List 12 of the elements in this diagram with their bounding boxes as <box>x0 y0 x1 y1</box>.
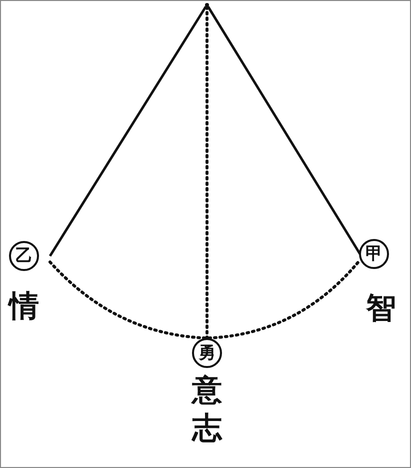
caption-text: 智 <box>366 290 396 328</box>
dotted-line <box>208 258 362 340</box>
circled-character: 甲 <box>359 239 389 269</box>
circled-character: 乙 <box>9 241 39 271</box>
caption-text: 意志 <box>190 372 224 447</box>
caption-text: 情 <box>9 288 39 326</box>
dotted-line <box>48 260 206 340</box>
line <box>48 6 207 257</box>
dotted-line <box>206 6 208 340</box>
circled-character: 勇 <box>192 338 222 368</box>
line <box>207 6 362 255</box>
apex-point <box>205 3 209 7</box>
